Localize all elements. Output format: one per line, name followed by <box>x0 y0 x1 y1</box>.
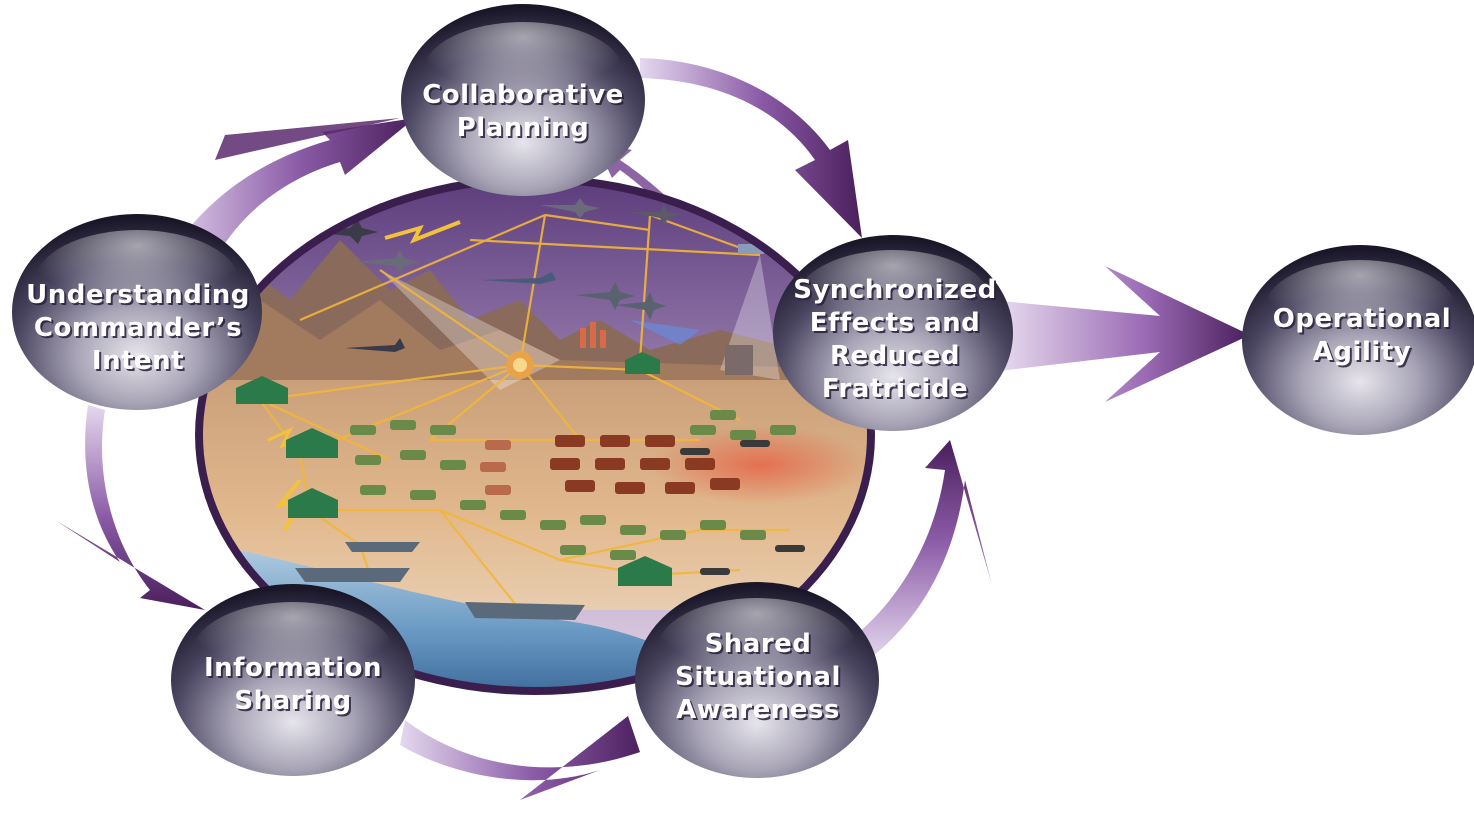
node-label-line: Awareness <box>676 695 840 725</box>
node-label-line: Effects and <box>810 308 981 338</box>
enemy-units <box>480 435 740 495</box>
arrow-sharing-to-awareness <box>400 716 646 800</box>
node-label-line: Information <box>204 653 382 683</box>
arrow-intent-to-sharing <box>55 405 205 610</box>
node-label-line: Intent <box>92 346 184 376</box>
arrow-awareness-to-synchronized <box>850 440 992 660</box>
node-label-line: Synchronized <box>793 275 997 305</box>
node-label-line: Situational <box>675 662 841 692</box>
node-label-line: Understanding <box>26 280 250 310</box>
node-label-line: Sharing <box>234 686 351 716</box>
node-label-line: Reduced <box>830 341 960 371</box>
node-label-line: Planning <box>457 113 590 143</box>
node-label-line: Agility <box>1313 337 1411 367</box>
arrow-intent-to-planning <box>160 118 415 280</box>
node-label-line: Shared <box>705 629 812 659</box>
arrow-to-operational-agility <box>990 266 1250 402</box>
naval-units <box>295 542 585 620</box>
aircraft-group <box>310 198 764 352</box>
node-label-line: Collaborative <box>422 80 624 110</box>
node-label-line: Operational <box>1273 304 1451 334</box>
command-posts <box>236 352 672 586</box>
node-label-line: Commander’s <box>34 313 242 343</box>
friendly-units <box>350 410 796 560</box>
node-label-line: Fratricide <box>822 374 968 404</box>
arrow-planning-to-synchronized <box>640 58 862 238</box>
